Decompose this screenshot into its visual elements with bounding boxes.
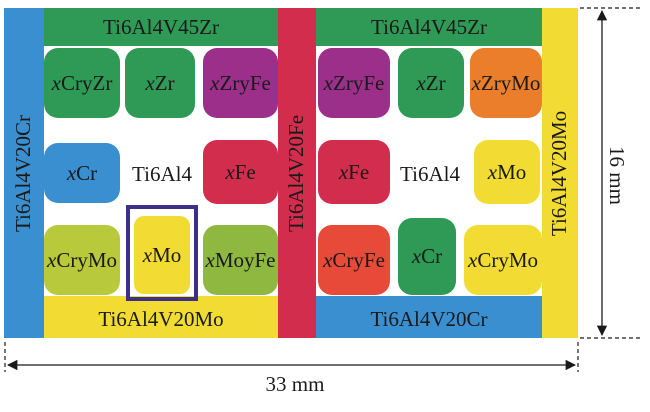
middle-bar-ti6al4v20fe: Ti6Al4V20Fe xyxy=(278,8,316,338)
right-side-bar-ti6al4v20mo: Ti6Al4V20Mo xyxy=(542,8,578,338)
tile-xmo-highlighted: xMo xyxy=(134,216,190,294)
tile-xcrymo-left: xCryMo xyxy=(44,225,120,295)
left-side-bar-ti6al4v20cr: Ti6Al4V20Cr xyxy=(4,8,44,338)
right-center-label-ti6al4: Ti6Al4 xyxy=(400,161,460,186)
left-top-bar-ti6al4v45zr: Ti6Al4V45Zr xyxy=(44,8,278,46)
tile-xmo-right: xMo xyxy=(474,140,540,204)
right-bottom-bar-ti6al4v20cr: Ti6Al4V20Cr xyxy=(316,296,542,338)
tile-xcryfe: xCryFe xyxy=(318,225,390,295)
tile-xzr-right: xZr xyxy=(398,48,464,118)
tile-xfe-right: xFe xyxy=(318,140,390,204)
tile-xzr-left: xZr xyxy=(125,48,195,118)
tile-xcr-left: xCr xyxy=(44,143,120,203)
tile-xmoyfe: xMoyFe xyxy=(203,225,278,295)
width-dimension-label: 33 mm xyxy=(265,372,325,396)
right-top-bar-ti6al4v45zr: Ti6Al4V45Zr xyxy=(316,8,542,46)
tile-xfe-left: xFe xyxy=(203,140,278,204)
height-dimension-label: 16 mm xyxy=(604,145,629,205)
tile-xcrymo-right: xCryMo xyxy=(464,225,542,295)
tile-xzryfe-left: xZryFe xyxy=(203,48,278,118)
left-center-label-ti6al4: Ti6Al4 xyxy=(132,161,192,186)
highlight-frame xyxy=(126,205,198,301)
left-bottom-bar-ti6al4v20mo: Ti6Al4V20Mo xyxy=(44,296,278,338)
tile-xzryfe-right: xZryFe xyxy=(318,48,390,118)
tile-xcryzr: xCryZr xyxy=(44,48,120,118)
tile-xzrymo: xZryMo xyxy=(470,48,542,118)
tile-xcr-right: xCr xyxy=(398,218,456,295)
